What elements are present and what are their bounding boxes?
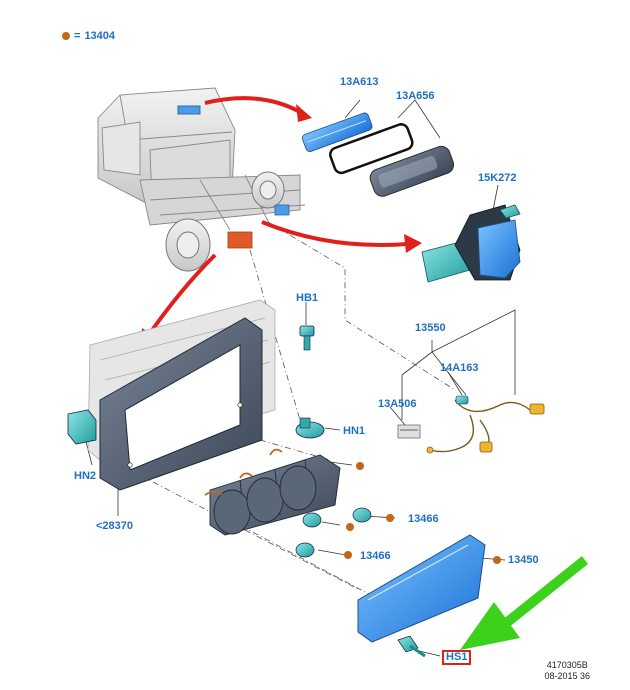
legend-equals: = [74, 30, 81, 42]
bulbs-13466 [295, 507, 372, 558]
green-arrow [460, 556, 589, 650]
label-15k272: 15K272 [478, 172, 517, 184]
label-13466-upper: 13466 [408, 513, 439, 525]
label-13466-lower: 13466 [360, 550, 391, 562]
red-arrowhead-2 [404, 234, 422, 253]
label-13a506: 13A506 [378, 398, 417, 410]
leader-lines [129, 221, 456, 601]
reference-date: 08-2015 36 [544, 671, 590, 681]
clip-hn2 [67, 409, 97, 445]
lamp-gasket [329, 123, 414, 175]
label-13550: 13550 [415, 322, 446, 334]
label-hn1: HN1 [343, 425, 366, 437]
legend: = 13404 [62, 30, 115, 42]
connector-14a163 [455, 395, 469, 405]
high-mount-stop-lamp [301, 112, 373, 152]
license-plate-bracket [99, 317, 263, 491]
red-arrows [146, 96, 409, 338]
fastener-hb1 [299, 325, 315, 351]
label-13a656: 13A656 [396, 90, 435, 102]
legend-part-number: 13404 [84, 30, 116, 42]
screw-hs1 [397, 635, 426, 658]
label-14a163: 14A163 [440, 362, 479, 374]
wire-leads [204, 448, 283, 496]
bracket-13a506 [397, 424, 421, 439]
label-13450: 13450 [508, 554, 539, 566]
lamp-highlight [274, 204, 290, 216]
lamp-lens-13450 [357, 534, 486, 643]
label-hb1: HB1 [296, 292, 319, 304]
lamp-housing [369, 145, 455, 197]
label-13a613: 13A613 [340, 76, 379, 88]
license-lamp [421, 204, 521, 283]
callout-lines [84, 99, 516, 657]
red-arrowhead-1 [296, 104, 312, 122]
part-13404-markers [344, 462, 501, 564]
license-plate-highlight [227, 231, 253, 249]
truck-chassis [149, 174, 306, 231]
truck-wheels [165, 171, 285, 272]
label-hs1-highlighted: HS1 [442, 650, 472, 665]
label-28370: <28370 [96, 520, 134, 532]
orange-dot-icon [62, 32, 70, 40]
grommet-hn1 [295, 417, 325, 439]
reference-code: 4170305B [546, 660, 588, 670]
reference-block: 4170305B 08-2015 36 [544, 660, 590, 682]
rear-lamp-assembly [209, 454, 341, 536]
harness-connectors [426, 403, 545, 454]
label-hn2: HN2 [74, 470, 97, 482]
